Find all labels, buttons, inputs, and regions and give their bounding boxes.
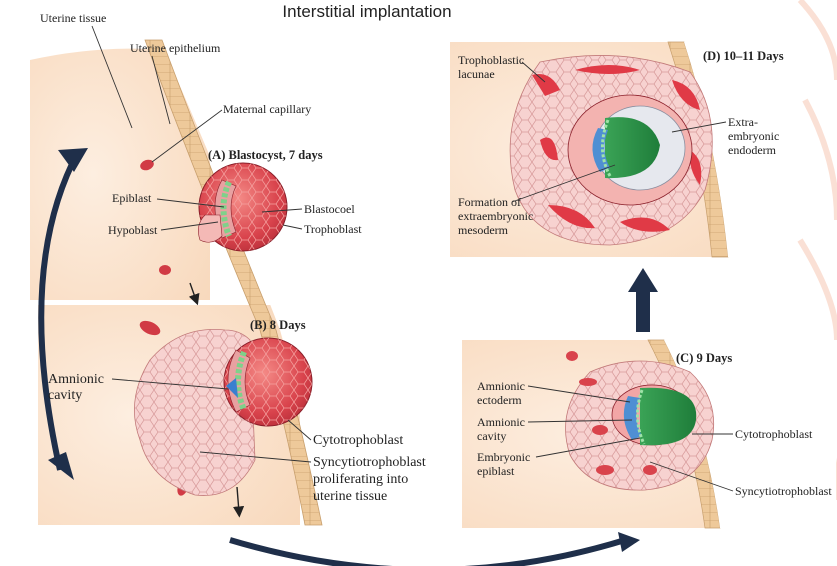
label-d-mesoderm-line2: extraembryonic [458,209,533,223]
panel-b-labels: (B) 8 Days Amnionic cavity Cytotrophobla… [48,318,426,504]
label-b-amnionic-cavity-line1: Amnionic [48,372,104,387]
label-c-amnionic-cavity-line2: cavity [477,429,506,443]
flow-arrow-c-to-d [628,268,658,332]
label-c-amnionic-ectoderm-line2: ectoderm [477,393,522,407]
label-d-mesoderm-line3: mesoderm [458,223,509,237]
panel-d-labels: Trophoblastic lacunae Extra- embryonic e… [458,53,779,237]
panel-d-title: (D) 10–11 Days [703,49,784,63]
label-hypoblast: Hypoblast [108,223,158,237]
label-c-amnionic-cavity-line1: Amnionic [477,415,525,429]
panel-a-title: (A) Blastocyst, 7 days [208,148,323,162]
label-maternal-capillary: Maternal capillary [223,102,311,116]
label-d-extra-endoderm-line2: embryonic [728,129,779,143]
label-d-lacunae-line2: lacunae [458,67,495,81]
label-c-syncytiotrophoblast: Syncytiotrophoblast [735,484,832,498]
label-b-amnionic-cavity-line2: cavity [48,388,82,403]
label-d-extra-endoderm-line1: Extra- [728,115,758,129]
label-b-cytotrophoblast: Cytotrophoblast [313,433,403,448]
label-uterine-epithelium: Uterine epithelium [130,41,221,55]
panel-c-title: (C) 9 Days [676,351,732,365]
flow-arrow-b-to-c [229,532,640,566]
label-b-syncytio-line3: uterine tissue [313,489,387,504]
panel-d: (D) 10–11 Days [450,41,786,258]
label-epiblast: Epiblast [112,191,152,205]
label-c-amnionic-ectoderm-line1: Amnionic [477,379,525,393]
label-b-syncytio-line2: proliferating into [313,472,408,487]
diagram-title: Interstitial implantation [282,2,451,21]
flow-arrow-a-to-b [38,148,88,480]
blastocyst-7-days [198,162,288,252]
label-c-cytotrophoblast: Cytotrophoblast [735,427,813,441]
panel-c-labels: Amnionic ectoderm Amnionic cavity Embryo… [477,379,832,498]
panel-a-labels: Uterine tissue Uterine epithelium Matern… [40,11,362,237]
label-d-extra-endoderm-line3: endoderm [728,143,777,157]
panel-b-title: (B) 8 Days [250,318,306,332]
label-uterine-tissue: Uterine tissue [40,11,106,25]
label-b-syncytio-line1: Syncytiotrophoblast [313,455,426,470]
label-c-embryonic-epiblast-line1: Embryonic [477,450,530,464]
label-d-lacunae-line1: Trophoblastic [458,53,524,67]
panel-c: (C) 9 Days [462,339,836,529]
label-blastocoel: Blastocoel [304,202,355,216]
label-c-embryonic-epiblast-line2: epiblast [477,464,515,478]
label-d-mesoderm-line1: Formation of [458,195,521,209]
label-trophoblast: Trophoblast [304,222,362,236]
